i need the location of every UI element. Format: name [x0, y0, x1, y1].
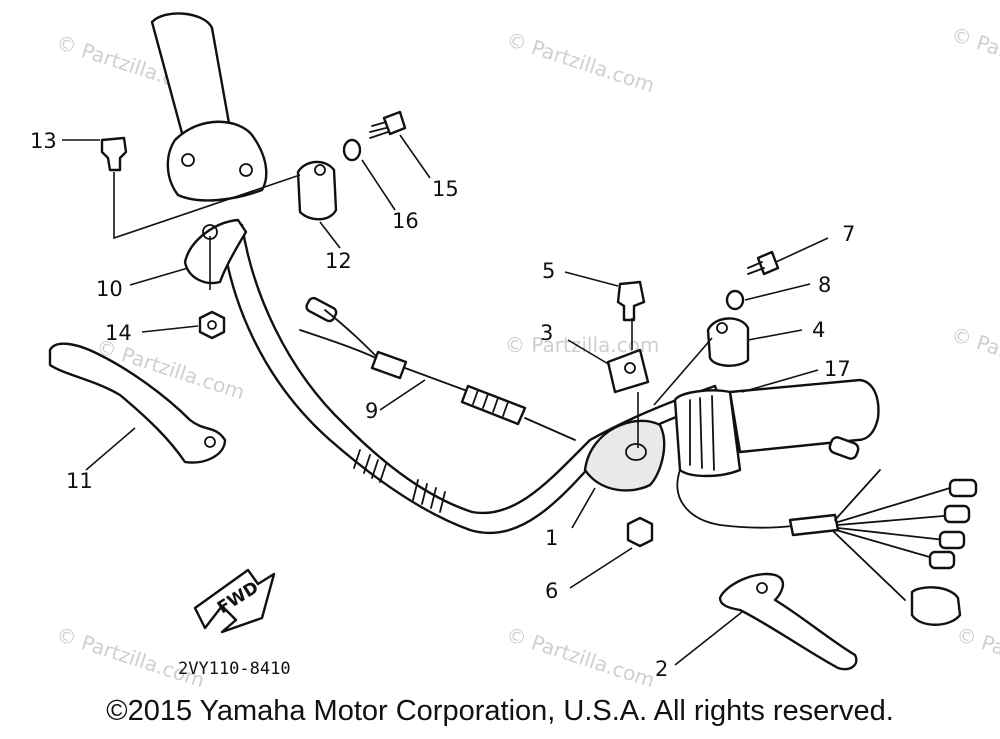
callout-5: 5: [542, 259, 555, 283]
part-2-lever: [718, 572, 858, 671]
callout-3: 3: [540, 321, 553, 345]
watermark: © Partzilla.com: [953, 622, 1000, 693]
wiring-harness: [676, 436, 978, 626]
callout-2: 2: [655, 657, 668, 681]
diagram-code: 2VY110-8410: [178, 659, 291, 679]
part-8-washer: [725, 289, 745, 311]
part-9-cable: [299, 296, 576, 441]
watermark: © Partzilla.com: [53, 622, 207, 693]
callout-9: 9: [365, 399, 378, 423]
part-6-nut: [626, 516, 654, 548]
forward-arrow-icon: FWD: [193, 568, 276, 634]
callout-4: 4: [812, 318, 825, 342]
part-15-screw: [369, 110, 407, 139]
watermark: © Partzilla.com: [948, 322, 1000, 393]
callout-1: 1: [545, 526, 558, 550]
part-1-switch-housing: [583, 419, 666, 492]
part-3-switch: [606, 348, 650, 394]
watermark: © Partzilla.com: [503, 622, 657, 693]
callout-12: 12: [325, 249, 352, 273]
callout-15: 15: [432, 177, 459, 201]
part-12-clamp: [296, 160, 338, 221]
leader-lines: [62, 134, 829, 666]
part-14-nut: [198, 310, 226, 340]
part-16-washer: [342, 138, 362, 162]
part-4-clamp: [706, 317, 750, 367]
watermark: © Partzilla.com: [503, 27, 657, 98]
callout-16: 16: [392, 209, 419, 233]
part-5-bolt: [616, 280, 646, 322]
watermark: © Partzilla.com: [948, 22, 1000, 93]
callouts: 1 2 3 4 5 6 7 8 9 10 11 12 13 14 15 16 1…: [30, 129, 855, 681]
part-17-throttle-grip: [673, 378, 880, 478]
callout-17: 17: [824, 357, 851, 381]
callout-7: 7: [842, 222, 855, 246]
copyright-notice: ©2015 Yamaha Motor Corporation, U.S.A. A…: [106, 695, 894, 727]
callout-6: 6: [545, 579, 558, 603]
callout-13: 13: [30, 129, 57, 153]
callout-8: 8: [818, 273, 831, 297]
part-11-lever: [48, 342, 227, 464]
left-grip: [150, 12, 268, 202]
part-13-bolt: [100, 136, 128, 172]
part-7-screw: [747, 250, 780, 276]
callout-14: 14: [105, 321, 132, 345]
callout-10: 10: [96, 277, 123, 301]
callout-11: 11: [66, 469, 93, 493]
